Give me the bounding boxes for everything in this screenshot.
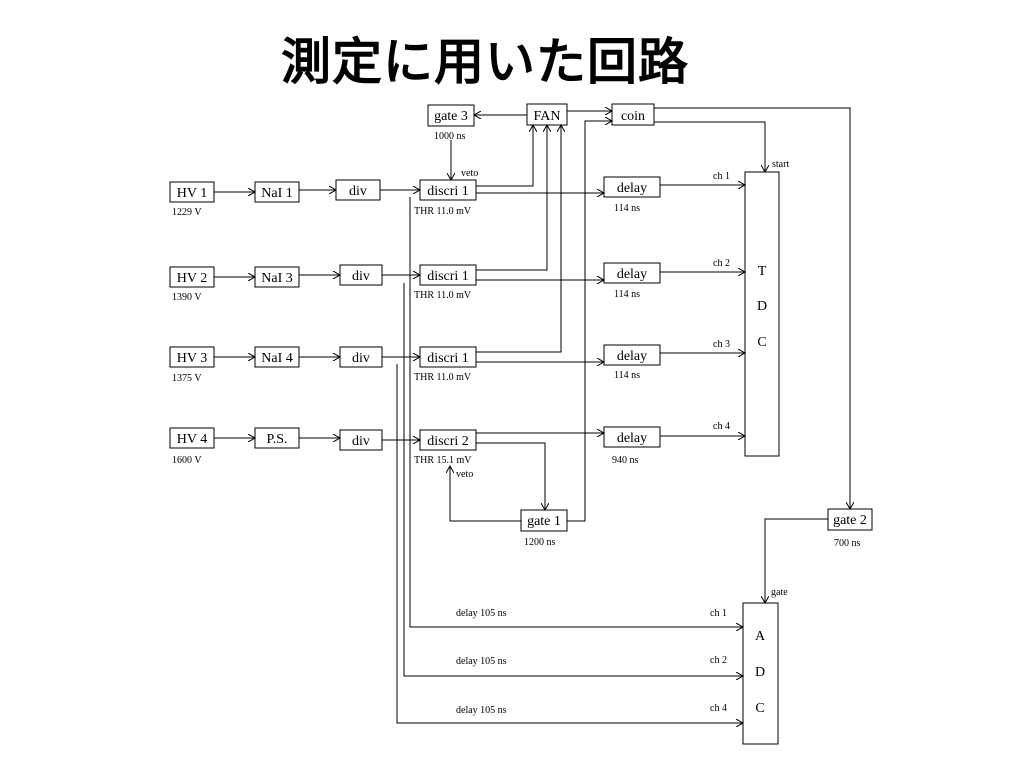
- fan-label: FAN: [534, 109, 561, 124]
- nai3-box: NaI 3: [254, 266, 300, 288]
- adc-delay1-label: delay 105 ns: [456, 608, 507, 619]
- hv4-label: HV 4: [177, 432, 207, 447]
- nai4-box: NaI 4: [254, 346, 300, 368]
- gate3-width: 1000 ns: [434, 131, 466, 142]
- tdc-ch2-label: ch 2: [713, 258, 730, 269]
- delay-row3-box: delay: [603, 344, 661, 366]
- gate1-label: gate 1: [527, 514, 561, 529]
- delay-row4-label: delay: [617, 431, 647, 446]
- tdc-letter-t: T: [758, 264, 767, 279]
- hv2-voltage: 1390 V: [172, 292, 202, 303]
- gate3-label: gate 3: [434, 109, 468, 124]
- adc-letter-c: C: [755, 701, 764, 716]
- tdc-letter-c: C: [757, 335, 766, 350]
- discri1-row2-box: discri 1: [419, 264, 477, 286]
- gate3-box: gate 3: [427, 104, 475, 127]
- tdc-letter-d: D: [757, 299, 767, 314]
- slide-title: 測定に用いた回路: [281, 33, 689, 91]
- div3-box: div: [339, 346, 383, 368]
- nai3-label: NaI 3: [261, 271, 293, 286]
- hv3-label: HV 3: [177, 351, 207, 366]
- div4-label: div: [352, 434, 370, 449]
- threshold-row2: THR 11.0 mV: [414, 290, 472, 301]
- adc-ch4-label: ch 4: [710, 703, 727, 714]
- tdc-box: [744, 171, 780, 457]
- delay-row2-label: delay: [617, 267, 647, 282]
- tdc-ch3-label: ch 3: [713, 339, 730, 350]
- veto-label-top: veto: [461, 168, 478, 179]
- hv1-label: HV 1: [177, 186, 207, 201]
- hv2-label: HV 2: [177, 271, 207, 286]
- ps-box: P.S.: [254, 427, 300, 449]
- adc-ch2-label: ch 2: [710, 655, 727, 666]
- adc-delay2-label: delay 105 ns: [456, 656, 507, 667]
- discri2-label: discri 2: [427, 434, 469, 449]
- hv2-box: HV 2: [169, 266, 215, 288]
- delay-row1-label: delay: [617, 181, 647, 196]
- delay-row3-label: delay: [617, 349, 647, 364]
- threshold-row4: THR 15.1 mV: [414, 455, 472, 466]
- div3-label: div: [352, 351, 370, 366]
- nai4-label: NaI 4: [261, 351, 293, 366]
- delay-row4-value: 940 ns: [612, 455, 639, 466]
- tdc-ch1-label: ch 1: [713, 171, 730, 182]
- delay-row2-value: 114 ns: [614, 289, 640, 300]
- adc-delay3-label: delay 105 ns: [456, 705, 507, 716]
- signal-wires: [214, 108, 850, 723]
- ps-label: P.S.: [266, 432, 287, 447]
- nai1-label: NaI 1: [261, 186, 293, 201]
- div4-box: div: [339, 429, 383, 451]
- hv4-voltage: 1600 V: [172, 455, 202, 466]
- div2-box: div: [339, 264, 383, 286]
- threshold-row3: THR 11.0 mV: [414, 372, 472, 383]
- tdc-start-label: start: [772, 159, 789, 170]
- adc-gate-label: gate: [771, 587, 788, 598]
- delay-row2-box: delay: [603, 262, 661, 284]
- discri1-row1-label: discri 1: [427, 184, 469, 199]
- discri1-row1-box: discri 1: [419, 179, 477, 201]
- discri1-row2-label: discri 1: [427, 269, 469, 284]
- tdc-ch4-label: ch 4: [713, 421, 730, 432]
- delay-row3-value: 114 ns: [614, 370, 640, 381]
- delay-row4-box: delay: [603, 426, 661, 448]
- hv1-voltage: 1229 V: [172, 207, 202, 218]
- coin-box: coin: [611, 103, 655, 126]
- div1-label: div: [349, 184, 367, 199]
- veto-label-bottom: veto: [456, 469, 473, 480]
- adc-ch1-label: ch 1: [710, 608, 727, 619]
- gate2-width: 700 ns: [834, 538, 861, 549]
- threshold-row1: THR 11.0 mV: [414, 206, 472, 217]
- div1-box: div: [335, 179, 381, 201]
- gate1-box: gate 1: [520, 509, 568, 532]
- discri1-row3-box: discri 1: [419, 346, 477, 368]
- fan-box: FAN: [526, 103, 568, 126]
- delay-row1-value: 114 ns: [614, 203, 640, 214]
- div2-label: div: [352, 269, 370, 284]
- adc-letter-a: A: [755, 629, 766, 644]
- hv3-box: HV 3: [169, 346, 215, 368]
- gate2-title: gate 2: [833, 513, 867, 528]
- delay-row1-box: delay: [603, 176, 661, 198]
- hv4-box: HV 4: [169, 427, 215, 449]
- coin-label: coin: [621, 109, 645, 124]
- nai1-box: NaI 1: [254, 181, 300, 203]
- hv1-box: HV 1: [169, 181, 215, 203]
- adc-box: [742, 602, 779, 745]
- discri2-box: discri 2: [419, 429, 477, 451]
- discri1-row3-label: discri 1: [427, 351, 469, 366]
- gate1-width: 1200 ns: [524, 537, 556, 548]
- adc-letter-d: D: [755, 665, 765, 680]
- hv3-voltage: 1375 V: [172, 373, 202, 384]
